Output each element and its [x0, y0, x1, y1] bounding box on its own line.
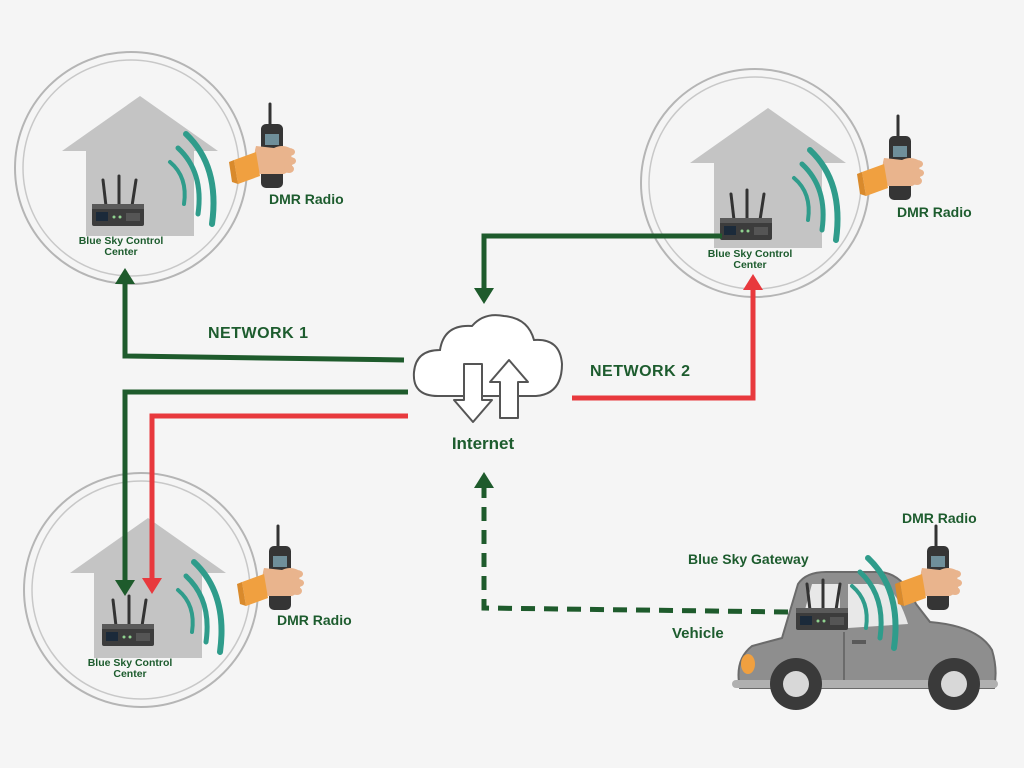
cloud-upload-download-icon: [412, 314, 564, 423]
site-top-right: Blue Sky Control Center: [640, 68, 870, 298]
site-top-left: Blue Sky Control Center: [14, 51, 248, 285]
control-center-label: Blue Sky Control: [88, 657, 173, 669]
control-center-label-line2: Center: [113, 668, 146, 680]
arrowhead-icon: [115, 268, 135, 284]
network2-link-top-right: [572, 284, 756, 401]
network1-label: NETWORK 1: [208, 325, 309, 342]
control-center-label: Blue Sky Control: [708, 248, 793, 260]
control-center-label: Blue Sky Control: [79, 235, 164, 247]
gateway-label: Blue Sky Gateway: [688, 551, 809, 567]
vehicle-link-dashed: [481, 484, 789, 615]
arrowhead-icon: [115, 580, 135, 596]
network1-link-bottom-left: [122, 389, 408, 585]
dmr-radio-label: DMR Radio: [897, 204, 972, 220]
vehicle-dmr-radio-label: DMR Radio: [902, 510, 977, 526]
arrowhead-icon: [743, 274, 763, 290]
dmr-radio-hand-icon: [893, 524, 964, 612]
arrowhead-icon: [142, 578, 162, 594]
site-bottom-left: Blue Sky Control Center: [23, 472, 259, 708]
network1-link-top-right: [481, 233, 722, 292]
dmr-radio-label: DMR Radio: [269, 191, 344, 207]
arrowhead-icon: [474, 472, 494, 488]
network1-link-top-left: [122, 276, 405, 363]
dmr-radio-label: DMR Radio: [277, 612, 352, 628]
control-center-label-line2: Center: [104, 246, 137, 258]
network2-link-bottom-left: [149, 413, 408, 583]
control-center-label-line2: Center: [733, 259, 766, 271]
network2-label: NETWORK 2: [590, 363, 691, 380]
vehicle-label: Vehicle: [672, 625, 724, 642]
internet-label: Internet: [452, 434, 515, 453]
arrowhead-icon: [474, 288, 494, 304]
